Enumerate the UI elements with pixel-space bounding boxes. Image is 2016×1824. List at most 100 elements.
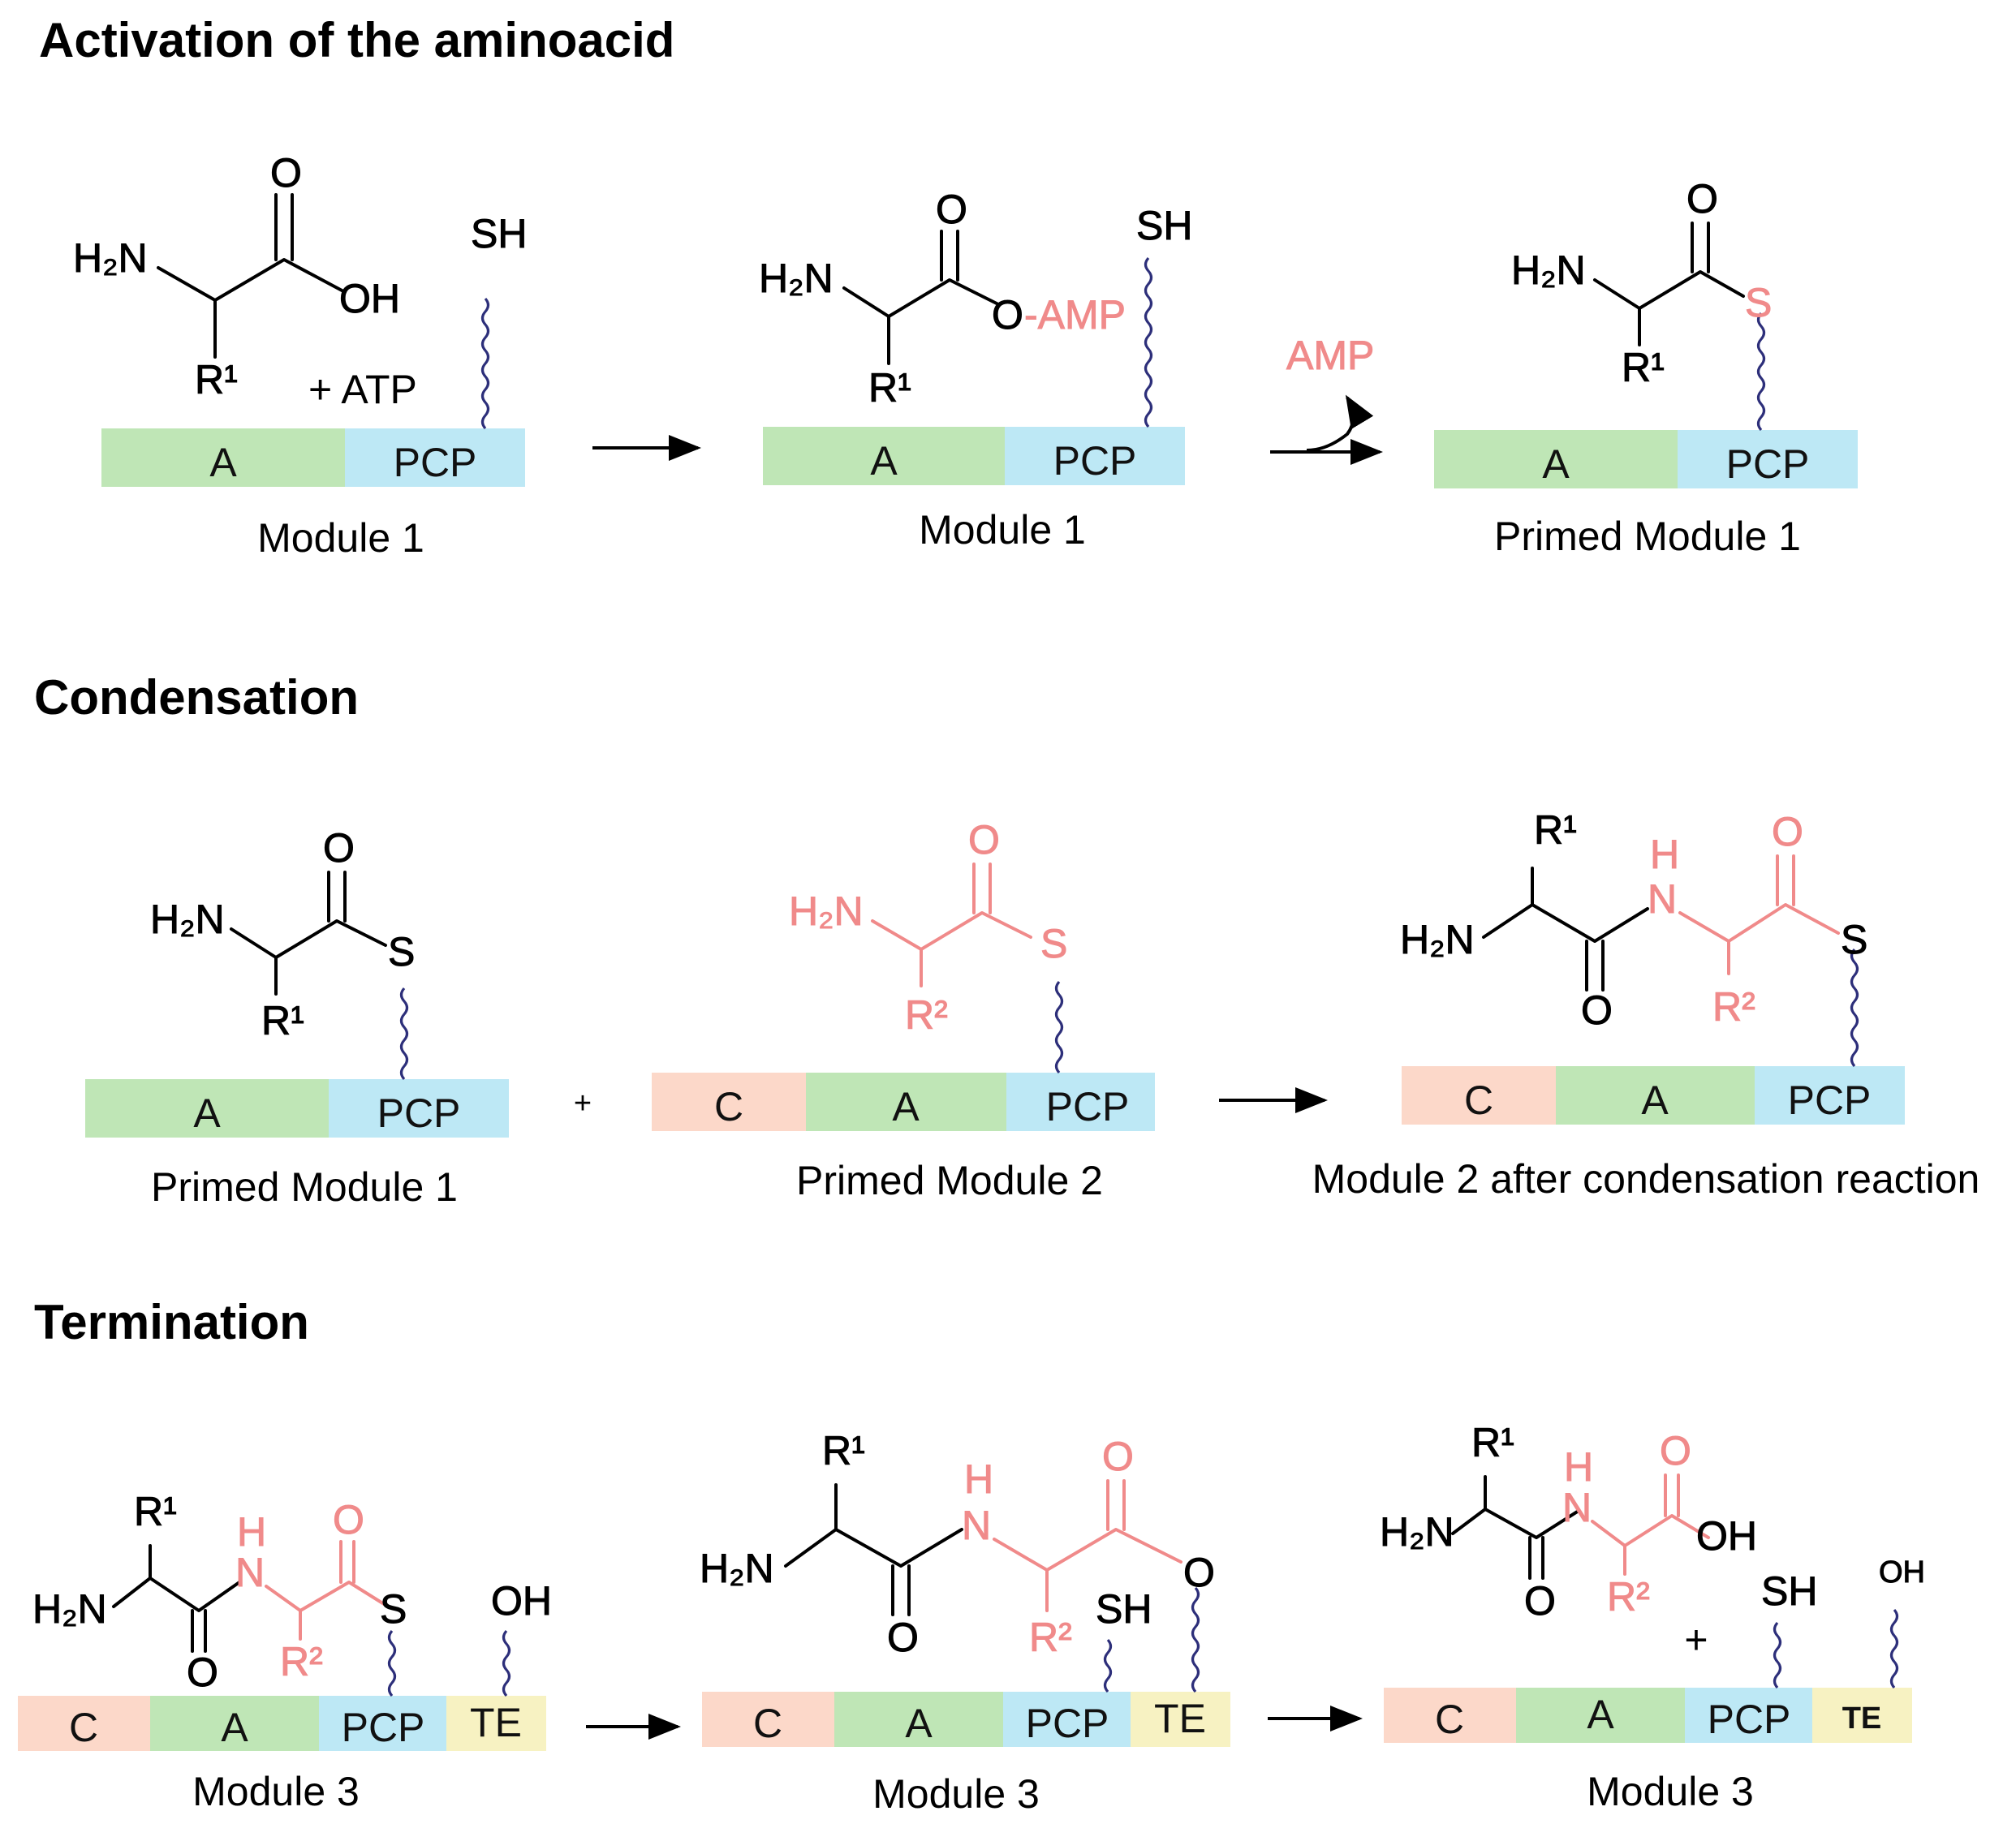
termination-step1: C A PCP TE OH R¹ H₂N O H N O S R² Module… <box>18 1489 553 1814</box>
module-label: Module 1 <box>919 507 1086 553</box>
pcp-domain-label: PCP <box>377 1091 461 1136</box>
activation-step3: A PCP H₂N O S R¹ Primed Module 1 <box>1434 176 1858 559</box>
carbonyl-o-label: O <box>936 187 967 232</box>
carboxyl-oh-label: OH <box>1696 1513 1757 1559</box>
amine-label: H₂N <box>700 1546 774 1591</box>
termination-step3: R¹ H₂N O H N O OH R² + C A PCP TE SH OH … <box>1380 1420 1926 1815</box>
pcp-domain <box>1005 427 1185 485</box>
carbonyl-o-label: O <box>1686 176 1718 222</box>
r1-label: R¹ <box>134 1489 177 1534</box>
section-title-activation: Activation of the aminoacid <box>39 13 674 67</box>
c-domain <box>1384 1688 1516 1743</box>
a-domain <box>1434 430 1678 488</box>
te-tether <box>1191 1586 1200 1693</box>
pcp-domain <box>329 1079 509 1138</box>
amine-label: H₂N <box>150 897 225 942</box>
c-domain-label: C <box>69 1705 98 1750</box>
backbone-bond <box>1451 1508 1580 1539</box>
carbonyl-o-label: O <box>1772 809 1803 854</box>
amp-byproduct-label: AMP <box>1286 333 1374 378</box>
backbone-bond <box>112 1577 241 1612</box>
amide-n-label: N <box>235 1550 265 1595</box>
r2-label: R² <box>1029 1615 1072 1660</box>
amide-o-label: O <box>187 1650 218 1695</box>
termination-step2: C A PCP TE SH R¹ H₂N O H N O O R² Module… <box>700 1428 1230 1817</box>
pcp-domain-label: PCP <box>1046 1084 1130 1129</box>
backbone-bond <box>871 911 1032 951</box>
c-domain-label: C <box>714 1084 743 1129</box>
thioester-s-label: S <box>1841 917 1867 962</box>
te-hydroxyl-label: OH <box>491 1578 552 1624</box>
phosphopantetheine-tether <box>1756 312 1766 432</box>
backbone-bond <box>265 1581 390 1612</box>
te-hydroxyl-label: OH <box>1879 1555 1925 1590</box>
carbonyl-o-label: O <box>323 825 355 871</box>
plus-sign: + <box>1684 1617 1708 1663</box>
a-domain <box>101 428 345 487</box>
a-domain-label: A <box>905 1701 933 1746</box>
amide-h-label: H <box>237 1509 266 1555</box>
module-label: Primed Module 1 <box>1494 514 1801 559</box>
a-domain-label: A <box>870 438 898 484</box>
phosphopantetheine-tether <box>1850 948 1859 1068</box>
ester-o-label: O <box>1183 1550 1215 1595</box>
amp-label: -AMP <box>1024 292 1126 338</box>
pcp-domain-label: PCP <box>1053 438 1137 484</box>
pcp-domain <box>345 428 525 487</box>
thioester-s-label: S <box>1745 280 1772 325</box>
pcp-domain-label: PCP <box>394 440 477 485</box>
condensation-primed-module-1: A PCP H₂N O S R¹ Primed Module 1 <box>85 825 509 1210</box>
amide-h-label: H <box>964 1456 993 1502</box>
r2-label: R² <box>1712 984 1755 1030</box>
thioester-s-label: S <box>380 1586 407 1632</box>
r1-label: R¹ <box>1471 1420 1514 1465</box>
pcp-domain <box>1003 1692 1131 1747</box>
carbonyl-o-label: O <box>333 1497 364 1542</box>
amine-label: H₂N <box>1511 247 1586 293</box>
r1-label: R¹ <box>868 365 911 411</box>
hydroxyl-label: OH <box>339 276 400 321</box>
r2-label: R² <box>905 992 948 1038</box>
a-domain <box>85 1079 329 1138</box>
condensation-primed-module-2: C A PCP H₂N O S R² Primed Module 2 <box>652 817 1155 1203</box>
amide-o-label: O <box>887 1615 919 1660</box>
amide-n-label: N <box>1648 876 1677 922</box>
pcp-domain <box>1678 430 1858 488</box>
carbonyl-o-label: O <box>270 150 302 196</box>
r1-label: R¹ <box>822 1428 865 1473</box>
thioester-s-label: S <box>388 929 415 974</box>
a-domain-label: A <box>1542 441 1570 487</box>
amide-h-label: H <box>1650 832 1679 877</box>
pcp-thiol-label: SH <box>1096 1586 1152 1632</box>
backbone-bond <box>1482 903 1649 943</box>
pcp-domain-label: PCP <box>342 1705 425 1750</box>
ester-o-label: O <box>992 292 1023 338</box>
pcp-tether <box>387 1629 397 1697</box>
backbone-bond <box>230 919 387 959</box>
phosphopantetheine-tether <box>1144 256 1153 428</box>
r1-label: R¹ <box>1534 807 1577 853</box>
amine-label: H₂N <box>1380 1509 1454 1555</box>
c-domain-label: C <box>1435 1697 1464 1742</box>
pcp-domain <box>319 1696 446 1751</box>
c-domain <box>1402 1066 1556 1125</box>
thioester-s-label: S <box>1040 921 1067 966</box>
te-domain <box>1812 1688 1912 1743</box>
a-domain-label: A <box>892 1084 920 1129</box>
te-domain-label: TE <box>1154 1696 1206 1741</box>
c-domain-label: C <box>1464 1078 1493 1123</box>
atp-label: + ATP <box>308 367 417 412</box>
c-domain-label: C <box>753 1701 782 1746</box>
te-domain-label: TE <box>1842 1701 1882 1736</box>
pcp-domain <box>1755 1066 1905 1125</box>
module-label: Module 3 <box>1587 1769 1754 1814</box>
a-domain-label: A <box>209 440 237 485</box>
r1-label: R¹ <box>1622 345 1665 390</box>
pcp-domain-label: PCP <box>1726 441 1810 487</box>
amide-n-label: N <box>1562 1485 1592 1530</box>
a-domain <box>834 1692 1003 1747</box>
c-domain <box>702 1692 834 1747</box>
module-label: Module 2 after condensation reaction <box>1312 1156 1980 1202</box>
section-title-condensation: Condensation <box>34 670 359 725</box>
te-tether <box>502 1629 511 1697</box>
